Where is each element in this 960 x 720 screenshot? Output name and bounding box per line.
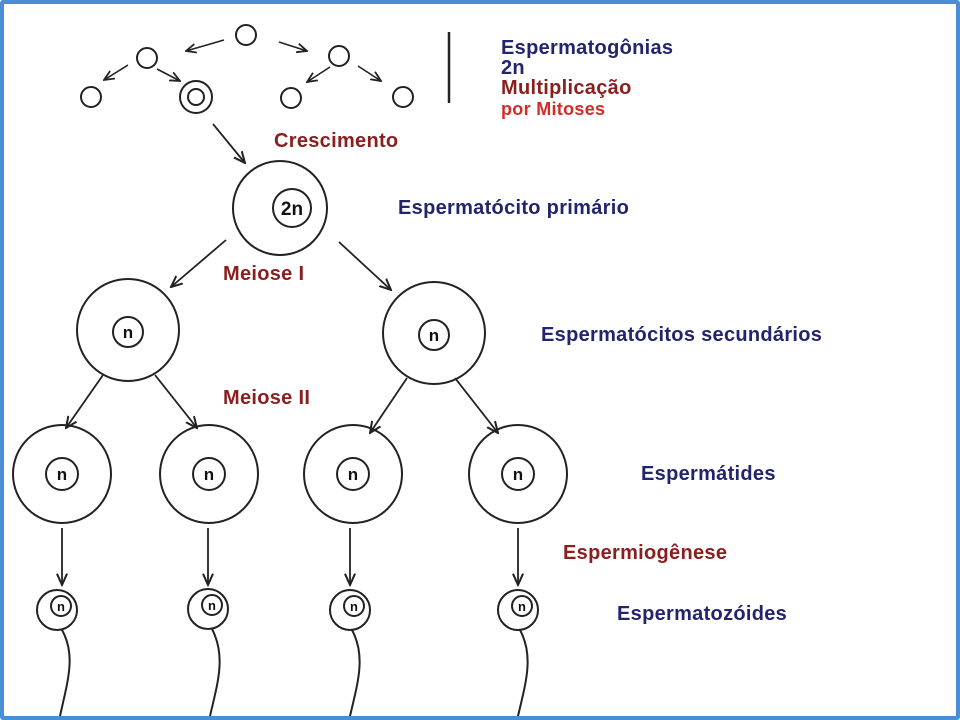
label-spermatogonia: Espermatogônias (501, 37, 674, 59)
spermatogonium-cell (280, 87, 302, 109)
growing-spermatogonium-outer (179, 80, 213, 114)
spermatogonium-cell (235, 24, 257, 46)
spermatogonia-cluster (80, 24, 414, 114)
label-meiosis-2: Meiose II (223, 387, 311, 409)
cell-membrane (303, 424, 403, 524)
arrow (66, 374, 104, 428)
sperm-head (497, 589, 539, 631)
meiosis-2-arrows (66, 374, 498, 433)
label-secondary-spermatocytes: Espermatócitos secundários (541, 324, 823, 346)
nucleus-label: 2n (281, 199, 303, 220)
spermatogonium-cell (328, 45, 350, 67)
cell-membrane (232, 160, 328, 256)
cell-nucleus (192, 457, 226, 491)
cell-membrane (76, 278, 180, 382)
sperm-head (329, 589, 371, 631)
arrow (278, 41, 307, 51)
spermatid-cell (303, 424, 403, 524)
nucleus-label: n (204, 465, 214, 484)
cell-nucleus (272, 188, 312, 228)
label-spermatids: Espermátides (641, 463, 776, 485)
sperm-tail (517, 629, 529, 717)
label-spermatozoa: Espermatozóides (617, 603, 788, 625)
label-meiosis-1: Meiose I (223, 263, 305, 285)
label-growth: Crescimento (274, 130, 399, 152)
nucleus-label: n (350, 599, 358, 614)
cell-membrane (468, 424, 568, 524)
spermiogenesis-arrows (62, 528, 518, 585)
sperm-tail (59, 629, 71, 717)
arrow (370, 377, 408, 433)
arrow (154, 374, 197, 428)
arrow (156, 68, 180, 81)
arrow (454, 377, 498, 433)
secondary-spermatocyte-cell (76, 278, 180, 382)
cell-nucleus (501, 457, 535, 491)
secondary-spermatocyte-cell (382, 281, 486, 385)
primary-spermatocyte-cell (232, 160, 328, 256)
cell-membrane (382, 281, 486, 385)
arrow (307, 66, 331, 82)
meiosis-1-arrows (171, 239, 391, 290)
nucleus-label: n (518, 599, 526, 614)
sperm-head (187, 588, 229, 630)
label-multiplication: Multiplicação (501, 77, 632, 99)
spermatozoon (36, 589, 78, 717)
sperm-nucleus (201, 594, 223, 616)
nucleus-label: n (57, 465, 67, 484)
arrow (104, 64, 129, 80)
nucleus-label: n (513, 465, 523, 484)
cell-nucleus (336, 457, 370, 491)
cell-nucleus (418, 319, 450, 351)
spermatid-cell (468, 424, 568, 524)
arrow (357, 65, 381, 81)
spermatozoon (497, 589, 539, 717)
nucleus-label: n (208, 598, 216, 613)
cell-nucleus (112, 316, 144, 348)
spermatozoon (187, 588, 229, 717)
spermatozoon (329, 589, 371, 717)
sperm-tail (209, 628, 221, 717)
spermatogonium-cell (136, 47, 158, 69)
nucleus-label: n (429, 326, 439, 345)
cell-membrane (159, 424, 259, 524)
label-spermiogenesis: Espermiogênese (563, 542, 728, 564)
cell-nucleus (45, 457, 79, 491)
spermatid-cell (12, 424, 112, 524)
sperm-head (36, 589, 78, 631)
arrow (171, 239, 227, 287)
nucleus-label: n (57, 599, 65, 614)
sperm-nucleus (50, 595, 72, 617)
label-by-mitosis: por Mitoses (501, 99, 606, 119)
label-primary-spermatocyte: Espermatócito primário (398, 197, 630, 219)
cell-membrane (12, 424, 112, 524)
label-ploidy-2n: 2n (501, 57, 525, 79)
sperm-nucleus (511, 595, 533, 617)
growing-spermatogonium-inner (187, 88, 205, 106)
mitosis-arrows (104, 39, 381, 82)
arrow-growth (212, 123, 245, 163)
spermatid-cell (159, 424, 259, 524)
sperm-tail (349, 629, 361, 717)
spermatogonium-cell (392, 86, 414, 108)
arrow (338, 241, 391, 290)
spermatogonium-cell (80, 86, 102, 108)
sperm-nucleus (343, 595, 365, 617)
nucleus-label: n (348, 465, 358, 484)
nucleus-label: n (123, 323, 133, 342)
arrow (186, 39, 225, 51)
